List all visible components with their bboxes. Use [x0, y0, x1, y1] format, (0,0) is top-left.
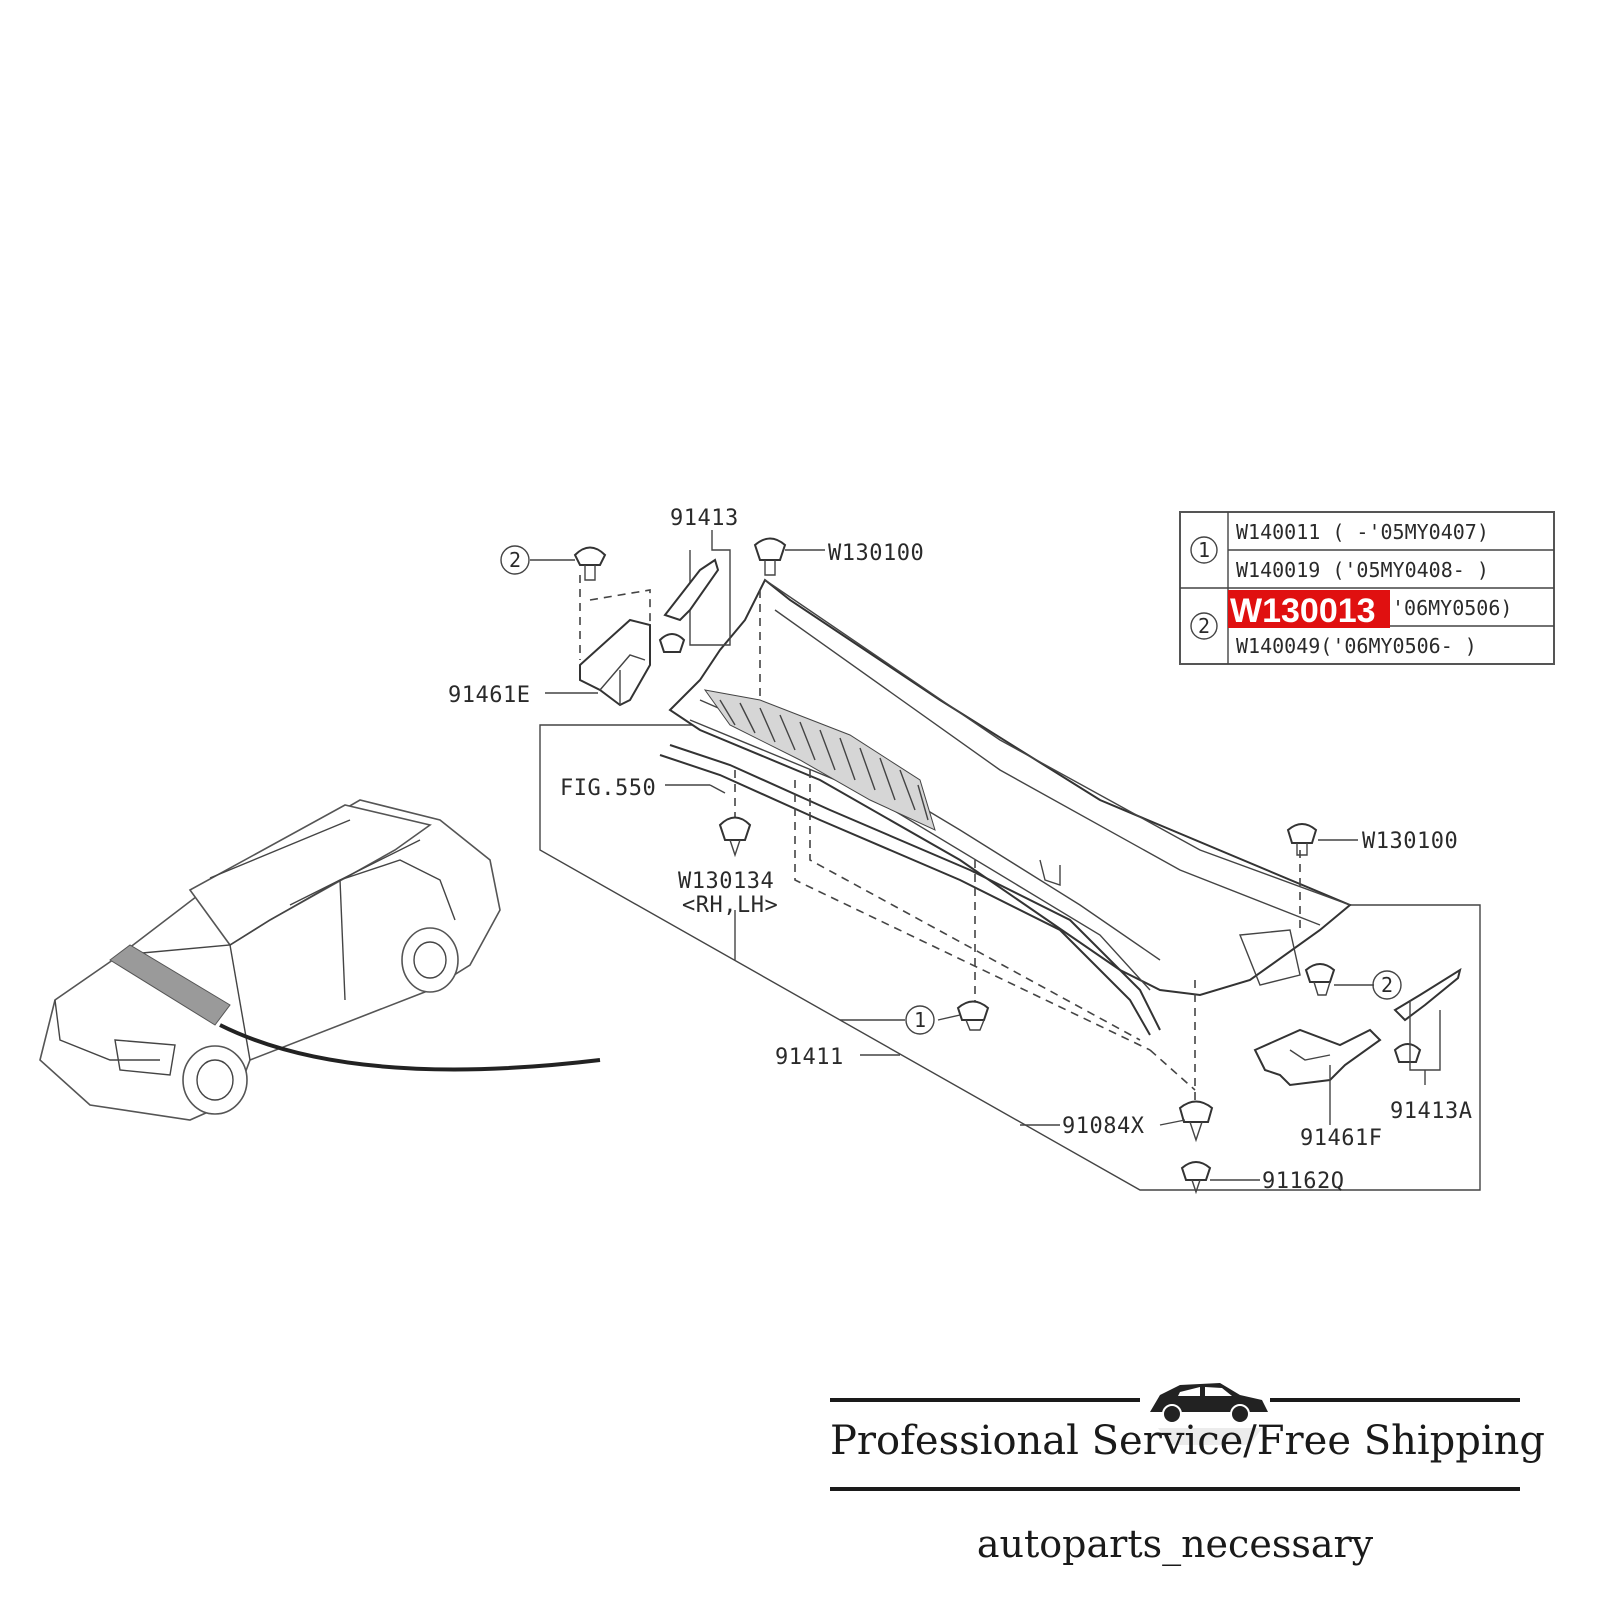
- table-row-3-range: '06MY0506): [1392, 596, 1512, 620]
- table-row-3-part-highlighted: W130013: [1230, 592, 1376, 630]
- label-91162Q: 91162Q: [1262, 1169, 1344, 1194]
- footer-top-rule: [830, 1398, 1140, 1402]
- label-91413A: 91413A: [1390, 1099, 1472, 1124]
- right-bracket: [1253, 1028, 1382, 1125]
- part-91413: [658, 530, 731, 653]
- assembly-lines: [579, 575, 1301, 1100]
- label-91411: 91411: [775, 1045, 844, 1070]
- vehicle-illustration: [39, 799, 601, 1121]
- footer-bottom-rule: [830, 1487, 1520, 1491]
- car-icon: [1150, 1383, 1268, 1445]
- reference-markers: 2 1 2: [500, 545, 1402, 1035]
- table-group-1-marker: 1: [1198, 538, 1210, 562]
- label-91461F: 91461F: [1300, 1126, 1382, 1151]
- fastener-clips: [718, 537, 1336, 1195]
- label-FIG550: FIG.550: [560, 776, 656, 801]
- ref-marker-2-right: 2: [1381, 973, 1393, 997]
- callout-labels: 91413 W130100 91461E FIG.550 W130134 <RH…: [448, 506, 1472, 1194]
- highlight-box: [1228, 590, 1390, 628]
- table-row-2: W140019 ('05MY0408- ): [1236, 558, 1489, 582]
- label-W130134: W130134: [678, 869, 774, 894]
- label-91461E: 91461E: [448, 683, 530, 708]
- label-91413: 91413: [670, 506, 739, 531]
- part-number-table: 1 2 W140011 ( -'05MY0407) W140019 ('05MY…: [1179, 511, 1555, 665]
- shop-name: autoparts_necessary: [976, 1522, 1374, 1566]
- label-W130100-right: W130100: [1362, 829, 1458, 854]
- cowl-panel: [668, 578, 1352, 997]
- table-row-1: W140011 ( -'05MY0407): [1236, 520, 1489, 544]
- footer-top-rule-right: [1270, 1398, 1520, 1402]
- label-W130134-side: <RH,LH>: [682, 893, 778, 918]
- ref-marker-1: 1: [914, 1008, 926, 1032]
- weatherstrip: [659, 744, 1161, 1036]
- table-group-2-marker: 2: [1198, 614, 1210, 638]
- ref-marker-2-left: 2: [509, 548, 521, 572]
- label-W130100-top: W130100: [828, 541, 924, 566]
- tagline: Professional Service/Free Shipping: [830, 1418, 1546, 1464]
- left-bracket: [573, 546, 651, 707]
- table-row-4: W140049('06MY0506- ): [1236, 634, 1477, 658]
- leader-lines: [530, 549, 1374, 1181]
- assembly-frame: [539, 724, 1481, 1191]
- part-91413A: [1393, 967, 1462, 1085]
- cowl-vent-grille: [703, 689, 936, 831]
- label-91084X: 91084X: [1062, 1114, 1145, 1139]
